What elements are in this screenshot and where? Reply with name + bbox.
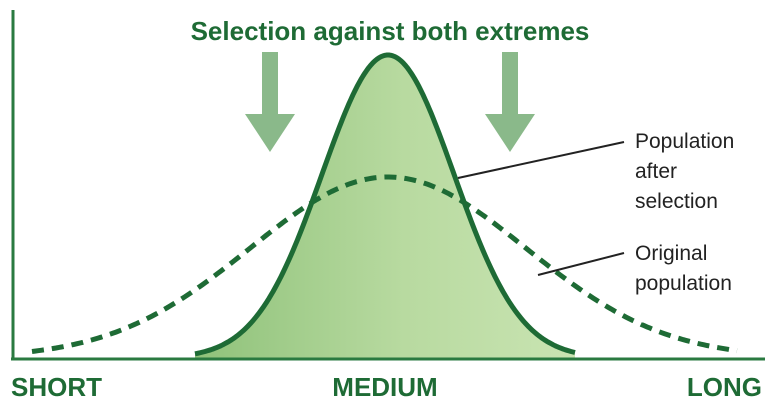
svg-text:selection: selection (635, 190, 718, 213)
original-population-label: Original population (635, 242, 732, 295)
down-arrow-icon (485, 52, 535, 152)
svg-text:Original: Original (635, 242, 707, 265)
after-selection-label: Population after selection (635, 130, 734, 213)
after-selection-leader-line (457, 141, 625, 179)
original-leader-line (537, 252, 625, 276)
down-arrow-icon (245, 52, 295, 152)
selected-population-curve (194, 52, 576, 357)
svg-text:Population: Population (635, 130, 734, 153)
svg-text:population: population (635, 272, 732, 295)
selected-population-area (195, 55, 575, 358)
axis-label-medium: MEDIUM (332, 372, 437, 402)
axis-label-long: LONG (687, 372, 762, 402)
original-population-curve (31, 174, 738, 354)
axis-label-short: SHORT (11, 372, 102, 402)
diagram-title: Selection against both extremes (191, 16, 590, 46)
svg-text:after: after (635, 160, 677, 183)
